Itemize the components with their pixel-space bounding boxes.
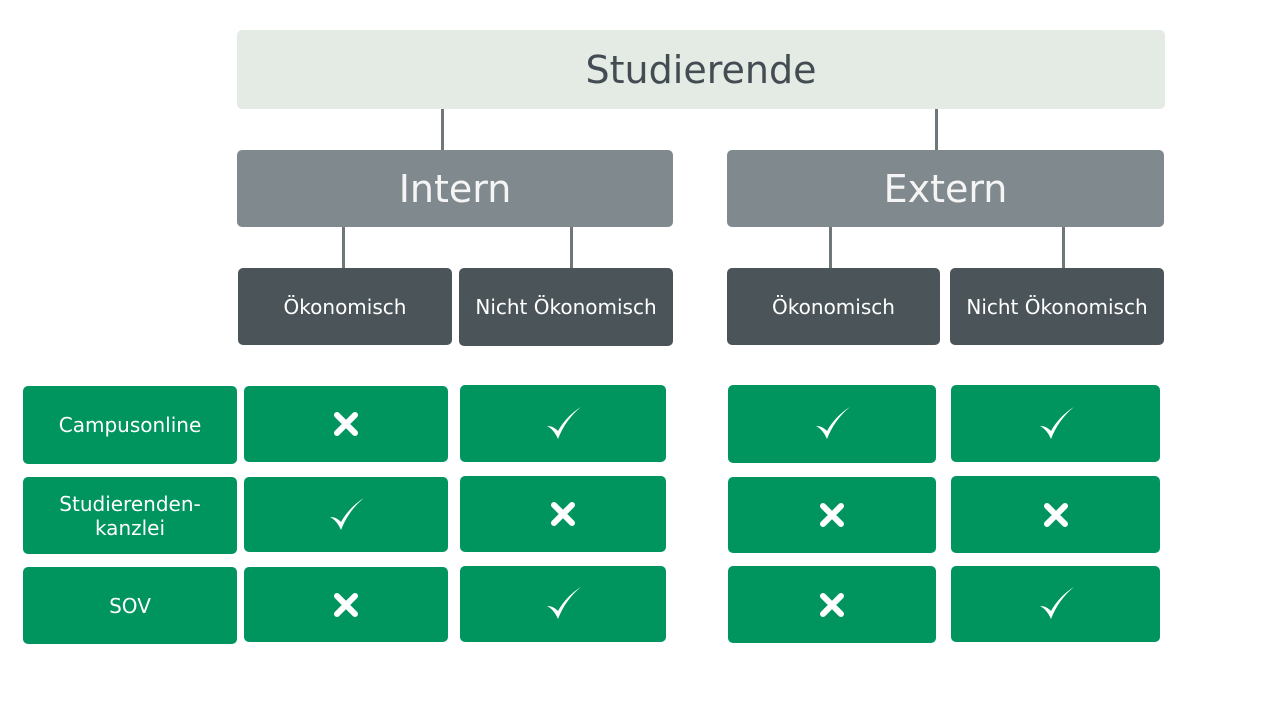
sub-extern-oekonomisch: Ökonomisch (727, 268, 940, 345)
matrix-cell (460, 476, 666, 552)
check-icon (1039, 406, 1074, 439)
connector-intern-nicht-oekonomisch (570, 227, 573, 268)
connector-root-extern (935, 109, 938, 150)
row-label-studierendenkanzlei: Studierenden- kanzlei (23, 477, 237, 554)
row-label-line1: SOV (109, 593, 151, 618)
matrix-cell (244, 477, 448, 552)
check-icon (330, 497, 364, 530)
group-extern: Extern (727, 150, 1164, 227)
cross-icon (1043, 502, 1068, 527)
matrix-cell (460, 566, 666, 642)
sub-label: Nicht Ökonomisch (966, 294, 1148, 319)
root-label: Studierende (585, 47, 817, 92)
row-label-campusonline: Campusonline (23, 386, 237, 464)
group-intern-label: Intern (398, 166, 512, 211)
matrix-cell (951, 476, 1160, 553)
matrix-cell (244, 567, 448, 642)
cross-icon (820, 592, 844, 617)
matrix-cell (460, 385, 666, 462)
check-icon (1039, 587, 1074, 619)
matrix-cell (728, 385, 936, 463)
matrix-cell (951, 566, 1160, 642)
sub-intern-oekonomisch: Ökonomisch (238, 268, 452, 345)
check-icon (816, 407, 850, 439)
sub-label: Ökonomisch (772, 294, 895, 319)
sub-label: Nicht Ökonomisch (475, 295, 657, 319)
check-icon (547, 587, 581, 619)
connector-extern-nicht-oekonomisch (1062, 227, 1065, 268)
connector-intern-oekonomisch (342, 227, 345, 268)
matrix-cell (951, 385, 1160, 462)
row-label-line1: Studierenden- (59, 491, 201, 516)
matrix-cell (244, 386, 448, 462)
connector-root-intern (441, 109, 444, 150)
row-label-line1: Campusonline (58, 413, 202, 437)
cross-icon (334, 592, 358, 617)
group-extern-label: Extern (883, 166, 1008, 211)
connector-extern-oekonomisch (829, 227, 832, 268)
row-label-line2: kanzlei (94, 515, 166, 540)
cross-icon (334, 412, 358, 436)
cross-icon (551, 502, 575, 526)
cross-icon (820, 503, 844, 527)
sub-label: Ökonomisch (283, 294, 407, 319)
sub-extern-nicht-oekonomisch: Nicht Ökonomisch (950, 268, 1164, 345)
sub-intern-nicht-oekonomisch: Nicht Ökonomisch (459, 268, 673, 346)
check-icon (547, 406, 581, 439)
row-label-sov: SOV (23, 567, 237, 644)
group-intern: Intern (237, 150, 673, 227)
root-node: Studierende (237, 30, 1165, 109)
matrix-cell (728, 566, 936, 643)
matrix-cell (728, 477, 936, 553)
